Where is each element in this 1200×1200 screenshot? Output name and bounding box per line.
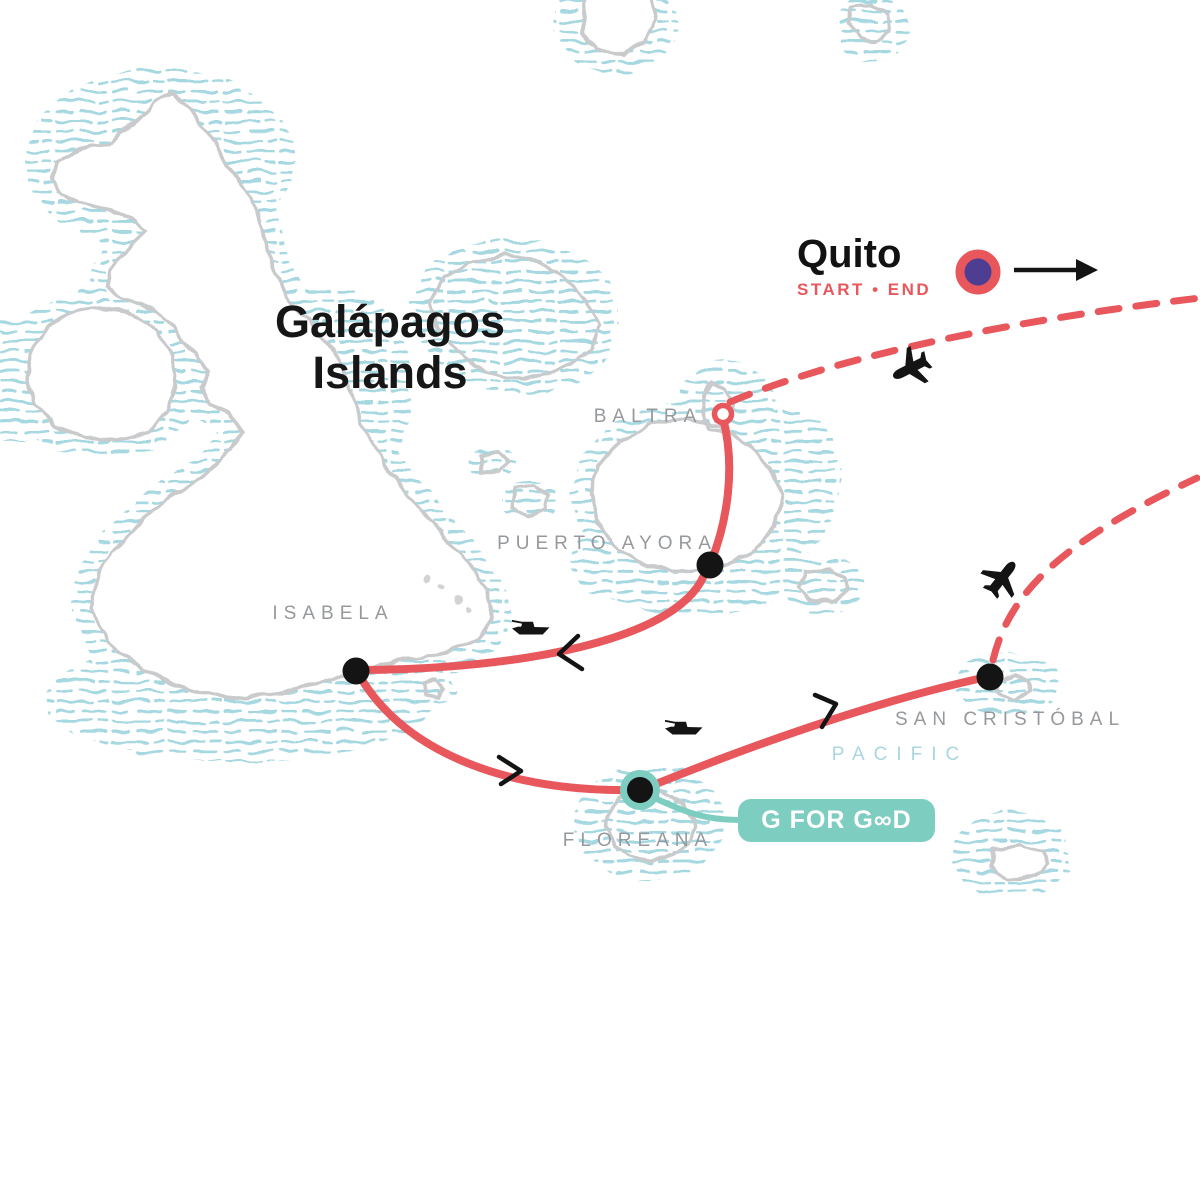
- route-puerto-ayora-isabela: [358, 566, 710, 674]
- route-baltra-puerto-ayora: [707, 414, 734, 566]
- g-for-good-connector: [643, 791, 745, 823]
- map-title-line1: Galápagos: [274, 296, 506, 347]
- stop-dot-puerto-ayora: [696, 551, 724, 579]
- quito-start-end-label: Quito START • END: [797, 233, 931, 300]
- route-direction-chevron: [556, 633, 585, 672]
- route-direction-chevron: [812, 692, 839, 730]
- label-isabela: ISABELA: [272, 603, 394, 624]
- island-espanola: [988, 843, 1050, 880]
- g-for-good-badge-text: G FOR G∞D: [761, 806, 912, 834]
- start-end-caption: START • END: [797, 280, 932, 299]
- stop-dot-floreana: [627, 777, 653, 803]
- quito-city-label: Quito: [797, 232, 902, 276]
- stop-markers: [342, 249, 1004, 810]
- stop-dot-san-cristobal: [976, 663, 1004, 691]
- g-for-good-badge: G FOR G∞D: [738, 799, 935, 842]
- stop-ring-baltra: [711, 402, 735, 426]
- route-isabela-floreana: [355, 671, 638, 795]
- boat-icon: [665, 719, 703, 735]
- islands-and-water-layer: [0, 0, 1068, 900]
- route-direction-chevrons: [496, 633, 839, 787]
- label-baltra: BALTRA: [593, 406, 703, 427]
- islets-specks: [424, 576, 472, 613]
- island-fernandina: [26, 305, 177, 442]
- label-puerto-ayora: PUERTO AYORA: [497, 533, 717, 554]
- map-title-line2: Islands: [312, 347, 468, 398]
- flight-direction-arrow: [1014, 259, 1098, 281]
- boat-icon: [512, 619, 550, 635]
- quito-start-end-marker: [955, 249, 1001, 295]
- label-floreana: FLOREANA: [562, 830, 714, 851]
- stop-dot-isabela: [342, 657, 370, 685]
- island-outlines: [26, 0, 1050, 880]
- label-san-cristobal: SAN CRISTÓBAL: [894, 709, 1126, 730]
- flight-route-san-cristobal-quito: [989, 474, 1200, 664]
- flight-route-baltra-quito: [726, 294, 1200, 406]
- map-title: Galápagos Islands: [275, 296, 505, 398]
- route-direction-chevron: [496, 754, 524, 787]
- plane-icon: [974, 550, 1030, 606]
- label-pacific-ocean: PACIFIC: [831, 744, 969, 765]
